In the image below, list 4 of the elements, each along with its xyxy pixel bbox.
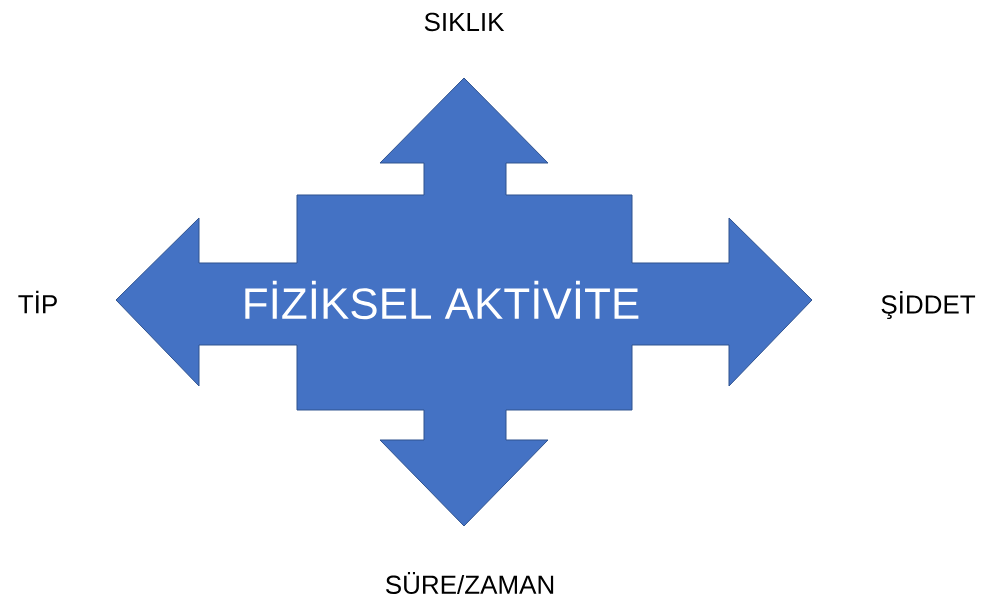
direction-label: ŞİDDET [881, 290, 976, 319]
direction-label: SÜRE/ZAMAN [385, 571, 554, 594]
direction-label: TİP [18, 290, 57, 314]
direction-label: SIKLIK [424, 12, 505, 32]
